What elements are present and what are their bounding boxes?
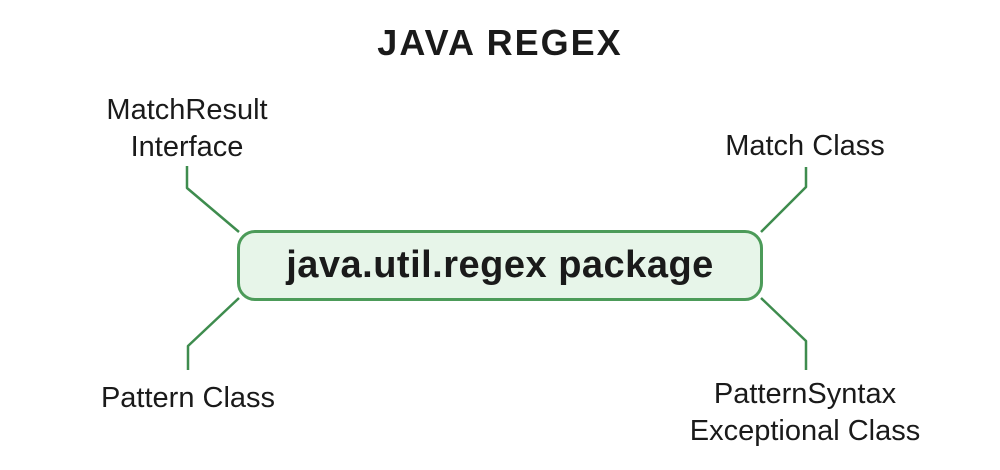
connector-top-right-line [760, 167, 808, 233]
label-patternsyntax-exceptional-class: PatternSyntax Exceptional Class [689, 378, 921, 447]
diagram-title: JAVA REGEX [377, 22, 623, 63]
connector-bottom-left-line [186, 297, 240, 370]
package-box-label: java.util.regex package [286, 244, 714, 286]
label-pattern-class: Pattern Class [100, 382, 276, 414]
label-match-class: Match Class [725, 130, 885, 162]
package-box: java.util.regex package [237, 230, 763, 301]
connector-top-left-line [185, 166, 240, 233]
label-matchresult-interface: MatchResult Interface [106, 94, 268, 163]
connector-bottom-right-line [760, 297, 808, 370]
